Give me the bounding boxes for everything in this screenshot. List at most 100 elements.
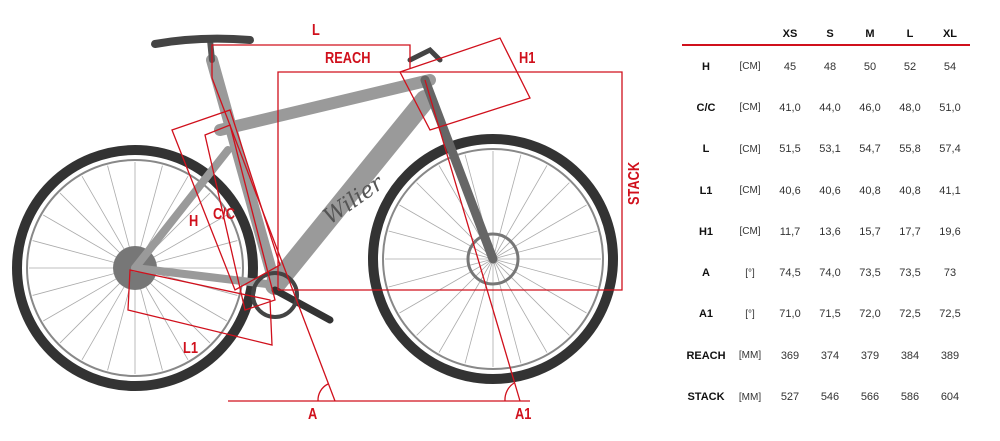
row-label: A [702,267,710,280]
row-unit: [CM] [739,143,761,155]
table-cell: 44,0 [819,101,841,114]
table-cell: 52 [903,60,917,73]
table-cell: 72,0 [859,308,881,321]
table-cell: 50 [863,60,877,73]
row-unit: [CM] [739,102,761,114]
size-header: L [890,24,930,46]
table-cell: 48,0 [899,101,921,114]
row-label: A1 [698,308,714,321]
row-unit: [CM] [739,61,761,73]
size-header: S [810,24,850,46]
spoke [492,258,570,336]
spoke [438,258,494,353]
label-l: L [312,22,320,39]
table-cell: 527 [780,391,800,404]
label-h: H [189,213,199,230]
row-label: REACH [686,349,726,362]
spoke [416,258,494,336]
table-cell: 73,5 [899,267,921,280]
row-unit: [CM] [739,226,761,238]
front-wheel [368,134,618,384]
row-label: STACK [687,391,725,404]
table-cell: 54 [943,60,957,73]
spoke [492,258,598,288]
row-unit: [CM] [739,185,761,197]
spoke [492,258,522,364]
row-label: C/C [696,101,716,114]
spoke [492,165,548,260]
table-cell: 73 [943,267,957,280]
label-h1: H1 [519,50,536,67]
table-cell: 74,0 [819,267,841,280]
row-unit: [°] [745,308,755,320]
size-header: XS [770,24,810,46]
table-cell: 586 [900,391,920,404]
table-cell: 13,6 [819,225,841,238]
row-label: L [702,143,710,156]
row-label: H [702,60,710,73]
table-row: A1 [°] 71,0 71,5 72,0 72,5 72,5 [682,294,970,335]
spoke [399,258,494,314]
row-label: L1 [699,184,713,197]
table-cell: 72,5 [899,308,921,321]
spoke [492,258,587,314]
table-cell: 11,7 [779,225,801,238]
table-cell: 57,4 [939,143,961,156]
table-row: H [CM] 45 48 50 52 54 [682,45,970,87]
table-cell: 48 [823,60,837,73]
spoke [388,230,494,260]
table-cell: 55,8 [899,143,921,156]
table-cell: 46,0 [859,101,881,114]
table-cell: 41,1 [939,184,961,197]
table-cell: 15,7 [859,225,881,238]
spoke [492,204,587,260]
frame [131,34,498,324]
table-cell: 40,8 [899,184,921,197]
spoke [492,258,548,353]
table-row: L [CM] 51,5 53,1 54,7 55,8 57,4 [682,129,970,170]
row-label: H1 [698,225,714,238]
row-unit: [MM] [738,350,762,362]
label-reach: REACH [325,50,371,67]
spoke [416,182,494,260]
label-stack: STACK [626,161,643,205]
table-cell: 40,6 [819,184,841,197]
table-cell: 53,1 [819,143,841,156]
table-cell: 369 [780,349,800,362]
spoke [492,182,570,260]
label-a1: A1 [515,406,532,423]
table-cell: 17,7 [899,225,921,238]
table-cell: 45 [783,60,797,73]
table-cell: 40,6 [779,184,801,197]
geometry-lines [127,37,623,402]
spoke [388,258,494,288]
table-cell: 40,8 [859,184,881,197]
table-cell: 389 [940,349,960,362]
table-cell: 374 [820,349,840,362]
table-cell: 54,7 [859,143,881,156]
table-row: L1 [CM] 40,6 40,6 40,8 40,8 41,1 [682,170,970,211]
size-header: XL [930,24,970,46]
row-unit: [MM] [738,391,762,403]
table-cell: 71,0 [779,308,801,321]
table-header: XS S M L XL [682,24,970,46]
size-header: M [850,24,890,46]
table-cell: 604 [940,391,960,404]
spoke [492,154,522,260]
table-cell: 51,0 [939,101,961,114]
row-unit: [°] [745,267,755,279]
table-cell: 51,5 [779,143,801,156]
table-cell: 72,5 [939,308,961,321]
table-cell: 71,5 [819,308,841,321]
label-a: A [308,406,318,423]
label-cc: C/C [213,206,236,223]
table-cell: 379 [860,349,880,362]
table-cell: 566 [860,391,880,404]
